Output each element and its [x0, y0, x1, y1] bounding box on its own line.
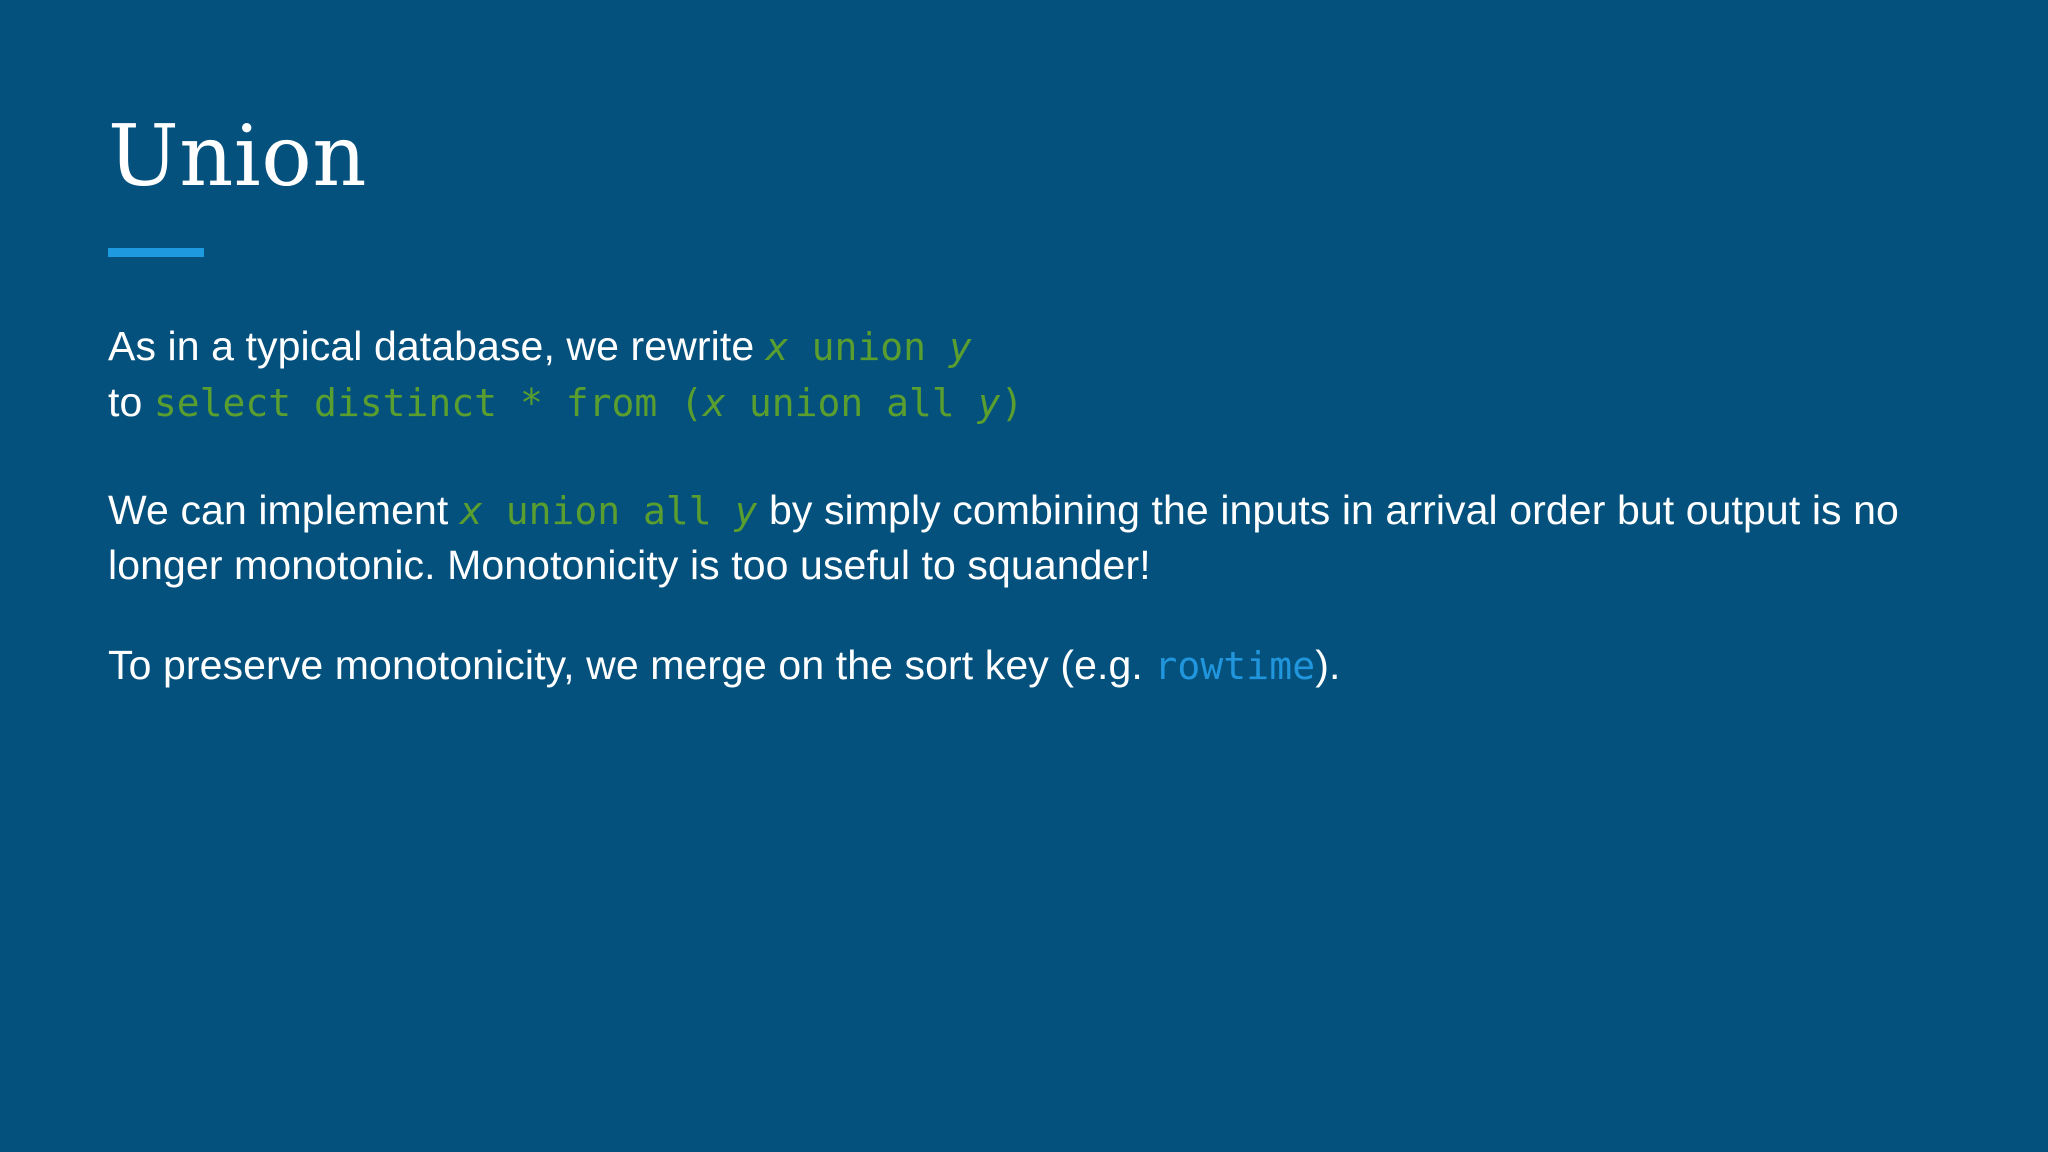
preserve-lead-text: To preserve monotonicity, we merge on th…	[108, 642, 1155, 689]
code-identifier-rowtime: rowtime	[1154, 644, 1316, 689]
rewrite-line-1: As in a typical database, we rewrite x u…	[108, 319, 1956, 375]
implement-tail-text: by simply combining the inputs in arriva…	[108, 486, 1899, 589]
paragraph-union-all-implementation: We can implement x union all y by simply…	[108, 483, 1956, 595]
rewrite-to-text: to	[108, 378, 154, 425]
slide-body: As in a typical database, we rewrite x u…	[108, 319, 1956, 694]
implement-lead-text: We can implement	[108, 486, 460, 533]
page-title: Union	[108, 107, 367, 205]
code-keyword-union-all: union all	[725, 380, 978, 425]
rewrite-line-2: to select distinct * from (x union all y…	[108, 375, 1956, 431]
code-close-paren: )	[1000, 380, 1024, 425]
paragraph-preserve-monotonicity: To preserve monotonicity, we merge on th…	[108, 638, 1956, 694]
title-accent-rule	[108, 248, 204, 258]
preserve-tail-text: ).	[1315, 642, 1341, 689]
code-variable-y: y	[948, 325, 972, 370]
code-variable-x-2: x	[702, 380, 726, 425]
rewrite-lead-text: As in a typical database, we rewrite	[108, 323, 766, 370]
slide-content: Union As in a typical database, we rewri…	[108, 112, 1956, 694]
code-keyword-union: union	[788, 325, 949, 370]
code-variable-x-3: x	[459, 488, 483, 533]
code-variable-y-2: y	[977, 380, 1001, 425]
code-select-distinct-from: select distinct * from (	[153, 380, 703, 425]
code-variable-y-3: y	[734, 488, 758, 533]
code-keyword-union-all-2: union all	[482, 488, 735, 533]
code-variable-x: x	[765, 325, 789, 370]
paragraph-rewrite-rule: As in a typical database, we rewrite x u…	[108, 319, 1956, 431]
